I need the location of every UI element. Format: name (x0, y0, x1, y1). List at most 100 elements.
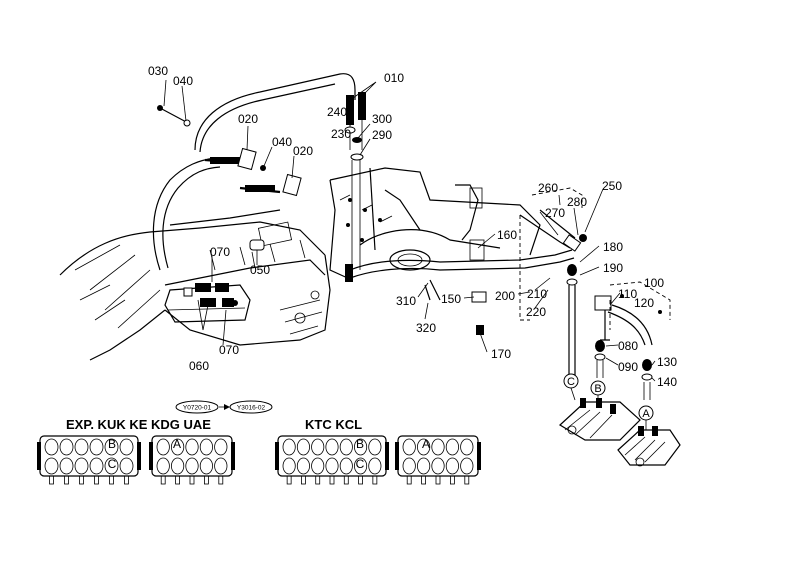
valve-spool (325, 438, 339, 456)
label-040-top: 040 (173, 74, 193, 88)
control-valve-bc (559, 398, 641, 441)
valve-bank-left-aux (149, 435, 235, 485)
valve-spool (296, 457, 310, 475)
label-040-mid: 040 (272, 135, 292, 149)
label-280: 280 (567, 195, 587, 209)
label-290: 290 (372, 128, 392, 142)
valve-spool (199, 438, 213, 456)
springs-010 (344, 92, 366, 270)
valve-spool (339, 438, 353, 456)
label-230: 230 (331, 127, 351, 141)
valve-spool (119, 438, 134, 456)
valve-spool (199, 457, 213, 475)
valve-spool (296, 438, 310, 456)
label-210: 210 (527, 287, 547, 301)
valve-spool (311, 457, 325, 475)
valve-mark-b-left: B (108, 437, 116, 451)
valve-mark-a-right: A (422, 437, 430, 451)
valve-spool (368, 438, 382, 456)
connector-a: A (638, 405, 654, 430)
valve-spool (460, 438, 474, 456)
valve-spool (89, 438, 104, 456)
label-110: 110 (618, 287, 637, 301)
valve-spool (104, 457, 119, 475)
label-030: 030 (148, 64, 168, 78)
svg-text:B: B (594, 383, 601, 395)
label-160: 160 (497, 228, 517, 242)
valve-spool (74, 457, 89, 475)
valve-spool (89, 457, 104, 475)
valve-bank-right-aux (395, 435, 481, 485)
valve-spool (214, 438, 228, 456)
control-valve-a (617, 426, 681, 467)
label-240: 240 (327, 105, 347, 119)
valve-spool (368, 457, 382, 475)
label-150: 150 (441, 292, 461, 306)
svg-text:C: C (567, 376, 575, 388)
valve-spool (416, 457, 431, 475)
pipes-center (345, 209, 576, 335)
valve-spool (282, 457, 296, 475)
valve-spool (171, 438, 185, 456)
valve-spool (445, 457, 459, 475)
label-180: 180 (603, 240, 623, 254)
label-200: 200 (495, 289, 515, 303)
valve-mark-b-right: B (356, 437, 364, 451)
valve-mark-a-left: A (173, 437, 181, 451)
label-270: 270 (545, 206, 565, 220)
label-070-upper: 070 (210, 245, 230, 259)
label-060: 060 (189, 359, 209, 373)
valve-spool (416, 438, 431, 456)
label-130: 130 (657, 355, 677, 369)
valve-spool (402, 438, 416, 456)
connector-c: C (563, 373, 579, 401)
label-220: 220 (526, 305, 546, 319)
valve-assembly-left (164, 239, 265, 323)
valve-spool (311, 438, 325, 456)
valve-spool (59, 457, 74, 475)
label-250: 250 (602, 179, 622, 193)
valve-spool (402, 457, 416, 475)
variant-label-left: EXP. KUK KE KDG UAE (66, 417, 211, 432)
valve-spool (214, 457, 228, 475)
valve-spool (156, 438, 170, 456)
valve-spool (354, 438, 368, 456)
label-190: 190 (603, 261, 623, 275)
label-090: 090 (618, 360, 638, 374)
label-170: 170 (491, 347, 511, 361)
leader-lines (163, 79, 656, 382)
label-020-mid: 020 (293, 144, 313, 158)
valve-spool (325, 457, 339, 475)
valve-spool (354, 457, 368, 475)
hose-loop-left (152, 73, 356, 271)
valve-spool (119, 457, 134, 475)
valve-spool (339, 457, 353, 475)
valve-spool (104, 438, 119, 456)
label-140: 140 (657, 375, 677, 389)
valve-spool (185, 457, 199, 475)
upper-rods (157, 105, 302, 197)
part-labels: 030 040 020 040 020 010 240 230 300 290 … (148, 64, 677, 389)
valve-spool (59, 438, 74, 456)
label-050: 050 (250, 263, 270, 277)
valve-spool (431, 457, 445, 475)
serial-to: Y3016-02 (237, 405, 266, 412)
valve-spool (44, 457, 59, 475)
label-120: 120 (634, 296, 654, 310)
valve-mark-c-right: C (356, 457, 365, 471)
valve-bank-left-main (37, 435, 141, 485)
valve-mark-c-left: C (108, 457, 117, 471)
label-100: 100 (644, 276, 664, 290)
label-300: 300 (372, 112, 392, 126)
label-080: 080 (618, 339, 638, 353)
machine-body-left (59, 221, 331, 361)
valve-blocks (37, 435, 481, 485)
valve-spool (460, 457, 474, 475)
connector-b: B (590, 380, 606, 403)
valve-spool (74, 438, 89, 456)
svg-text:A: A (642, 408, 650, 420)
hose-assembly-right (594, 294, 662, 400)
frame-center (329, 167, 541, 281)
valve-spool (282, 438, 296, 456)
